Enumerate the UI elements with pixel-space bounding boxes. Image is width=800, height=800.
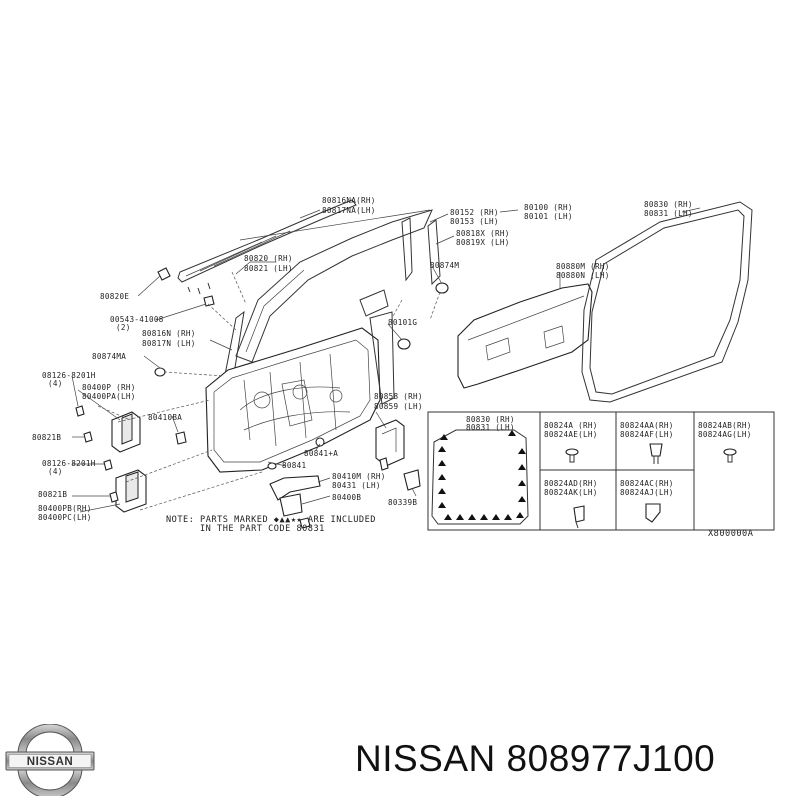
label-08126-lower: 08126-8201H: [42, 459, 96, 468]
lower-hinge: [115, 469, 147, 513]
label-80858: 80858 (RH): [374, 392, 423, 401]
label-80830: 80830 (RH): [644, 200, 693, 209]
label-80817n: 80817N (LH): [142, 339, 196, 348]
label-80880n: 80880N (LH): [556, 271, 610, 280]
door-seal-weatherstrip: [581, 201, 753, 403]
striker: [403, 469, 421, 491]
door-trim-panel: [457, 283, 593, 389]
callout-labels: 80816NA(RH) 80817NA(LH) 80820 (RH) 80821…: [32, 196, 752, 522]
label-00543-qty: (2): [116, 323, 131, 332]
seal-clip-markers: [438, 430, 526, 520]
label-80100: 80100 (RH): [524, 203, 573, 212]
label-80821b-lower: 80821B: [38, 490, 67, 499]
label-80831-detail: 80831 (LH): [466, 423, 515, 432]
label-80824a: 80824A (RH): [544, 421, 598, 430]
label-80410ba: 80410BA: [148, 413, 182, 422]
label-08126-lower-qty: (4): [48, 467, 63, 476]
leader-lines: [71, 207, 701, 513]
label-80824ag: 80824AG(LH): [698, 430, 752, 439]
label-00543: 00543-41008: [110, 315, 164, 324]
door-shell: [205, 289, 395, 473]
nissan-logo-icon: NISSAN: [5, 724, 95, 796]
label-80821: 80821 (LH): [244, 264, 293, 273]
label-80339b: 80339B: [388, 498, 417, 507]
note-line-1: NOTE: PARTS MARKED ◆▲▲★★ ARE INCLUDED: [166, 515, 376, 525]
label-80824ae: 80824AE(LH): [544, 430, 598, 439]
label-80820e: 80820E: [100, 292, 129, 301]
label-80824aj: 80824AJ(LH): [620, 488, 674, 497]
label-80824aa: 80824AA(RH): [620, 421, 674, 430]
label-80101: 80101 (LH): [524, 212, 573, 221]
label-80400b: 80400B: [332, 493, 361, 502]
label-80816na: 80816NA(RH): [322, 196, 376, 205]
label-80410m: 80410M (RH): [332, 472, 386, 481]
label-80101g: 80101G: [388, 318, 417, 327]
label-80400pb: 80400PB(RH): [38, 504, 92, 513]
label-80874m: 80874M: [430, 261, 459, 270]
label-80831: 80831 (LH): [644, 209, 693, 218]
label-80880m: 80880M (RH): [556, 262, 610, 271]
clip-icon-80824aa: [649, 443, 663, 464]
fasteners: [75, 267, 449, 529]
logo-wordmark: NISSAN: [27, 756, 73, 768]
label-08126-upper: 08126-8201H: [42, 371, 96, 380]
clip-detail-box: [427, 411, 775, 531]
label-80859: 80859 (LH): [374, 402, 423, 411]
clip-icon-80824ad: [573, 505, 585, 529]
brand-name: NISSAN: [355, 738, 496, 779]
note-line-2: IN THE PART CODE 80831: [200, 524, 325, 534]
label-80153: 80153 (LH): [450, 217, 499, 226]
label-80431: 80431 (LH): [332, 481, 381, 490]
label-80821b-upper: 80821B: [32, 433, 61, 442]
label-80824ad: 80824AD(RH): [544, 479, 598, 488]
label-80816n: 80816N (RH): [142, 329, 196, 338]
label-80400p: 80400P (RH): [82, 383, 136, 392]
label-80874ma: 80874MA: [92, 352, 126, 361]
clip-icon-80824a: [565, 448, 579, 463]
label-80824ab: 80824AB(RH): [698, 421, 752, 430]
label-80824ak: 80824AK(LH): [544, 488, 598, 497]
label-80817na: 80817NA(LH): [322, 206, 376, 215]
label-80841a: 80841+A: [304, 449, 338, 458]
diagram-reference-code: X800000A: [708, 529, 754, 539]
label-80818x: 80818X (RH): [456, 229, 510, 238]
label-80820: 80820 (RH): [244, 254, 293, 263]
label-80400pc: 80400PC(LH): [38, 513, 92, 522]
label-80824af: 80824AF(LH): [620, 430, 674, 439]
label-80400pa: 80400PA(LH): [82, 392, 136, 401]
label-80152: 80152 (RH): [450, 208, 499, 217]
outer-moulding-strip: [177, 199, 357, 295]
part-caption: NISSAN 808977J100: [355, 738, 715, 780]
lock-assembly: [375, 419, 405, 467]
part-number: 808977J100: [506, 738, 716, 779]
door-check-link: [269, 475, 321, 517]
label-80830-detail: 80830 (RH): [466, 415, 515, 424]
note-block: NOTE: PARTS MARKED ◆▲▲★★ ARE INCLUDED IN…: [166, 515, 376, 534]
label-80841: 80841: [282, 461, 306, 470]
clip-icon-80824ab: [723, 448, 737, 463]
label-80824ac: 80824AC(RH): [620, 479, 674, 488]
clip-icon-80824ac: [645, 503, 661, 523]
label-08126-upper-qty: (4): [48, 379, 63, 388]
label-80819x: 80819X (LH): [456, 238, 510, 247]
